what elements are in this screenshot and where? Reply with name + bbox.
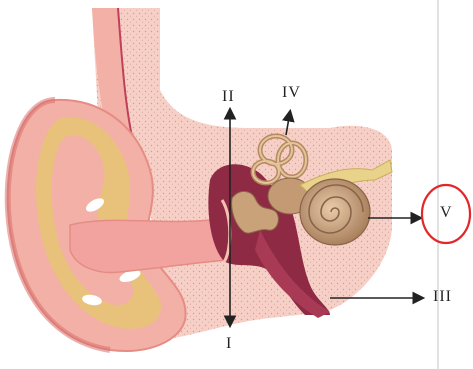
cochlea <box>300 179 370 245</box>
label-I: I <box>226 335 232 353</box>
label-II: II <box>222 88 235 106</box>
label-III: III <box>433 288 452 306</box>
label-IV: IV <box>282 84 301 102</box>
label-V: V <box>440 204 453 222</box>
